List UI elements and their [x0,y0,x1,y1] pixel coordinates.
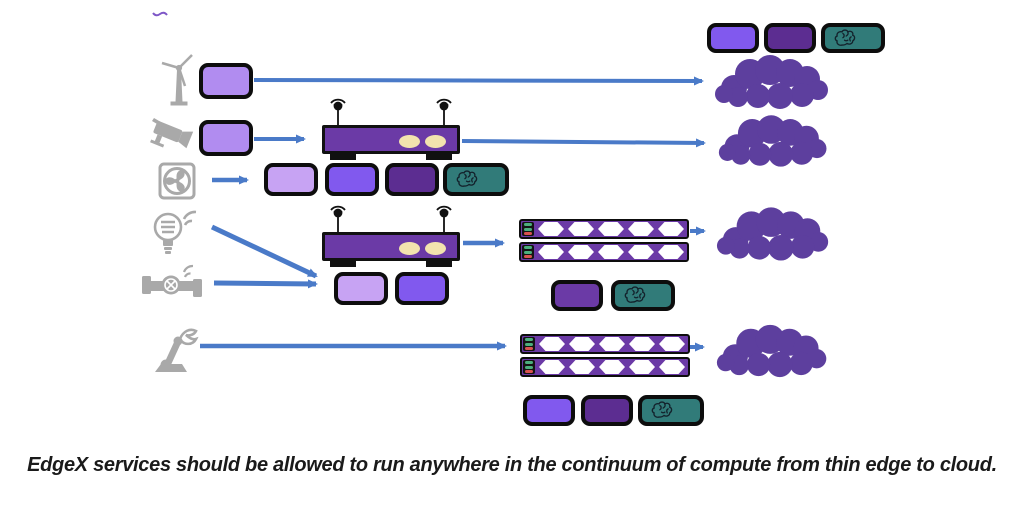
rack1-service-chip-ai [611,280,675,311]
antenna-icon [436,98,452,127]
gateway-foot [426,154,452,160]
brain-icon [456,170,478,187]
rack2-service-chip-medium [523,395,575,426]
antenna-icon [436,205,452,234]
gateway2-service-chip-medium [395,272,449,305]
gateway-foot [426,261,452,267]
cloud-service-chip-medium [707,23,759,53]
cloud-icon-2 [716,111,836,169]
cctv-camera-icon [150,118,194,149]
server-blade [520,334,690,354]
edge-gateway-2 [322,204,460,270]
antenna-icon [330,98,346,127]
arrow-device1-to-cloud1 [253,76,704,86]
brain-icon [834,28,856,46]
rack2-service-chip-ai [638,395,704,426]
gateway-status-light [399,135,420,148]
server-blade [519,219,689,239]
pipe-valve-icon [142,264,202,297]
fan-icon [158,162,196,200]
wind-turbine-icon [161,54,193,106]
gateway-status-light [399,242,420,255]
brain-icon [624,286,646,303]
caption: EdgeX services should be allowed to run … [27,454,997,476]
gateway2-service-chip-lavender [334,272,388,305]
brain-icon [651,401,673,418]
edge-server-rack-2 [520,334,690,378]
server-blade [520,357,690,377]
cloud-service-chip-ai [821,23,885,53]
gateway-body [322,232,460,261]
gateway-foot [330,261,356,267]
gateway1-service-chip-lavender [264,163,318,196]
robot-arm-icon [155,328,199,372]
gateway-status-light [425,242,446,255]
gateway-foot [330,154,356,160]
arrow-gateway1-to-cloud2 [461,138,706,148]
device-service-chip-2 [199,120,253,156]
rack1-service-chip-purple [551,280,603,311]
server-led-panel [523,337,535,351]
server-blade [519,242,689,262]
gateway-body [322,125,460,154]
edge-server-rack-1 [519,219,689,263]
smart-bulb-icon [153,210,197,254]
arrow-bulb-to-gateway2 [210,224,318,279]
server-led-panel [523,360,535,374]
rack2-service-chip-dark [581,395,633,426]
cloud-icon-3 [714,204,838,262]
cloud-icon-4 [714,320,836,380]
cloud-icon-1 [712,52,838,110]
gateway1-service-chip-medium [325,163,379,196]
gateway1-service-chip-ai [443,163,509,196]
cloud-service-chip-dark [764,23,816,53]
arrow-valve-to-gateway2 [213,279,318,289]
edge-gateway-1 [322,97,460,163]
antenna-icon [330,205,346,234]
device-service-chip-1 [199,63,253,99]
stray-mark [152,11,168,17]
server-led-panel [522,222,534,236]
gateway1-service-chip-dark [385,163,439,196]
server-led-panel [522,245,534,259]
gateway-status-light [425,135,446,148]
